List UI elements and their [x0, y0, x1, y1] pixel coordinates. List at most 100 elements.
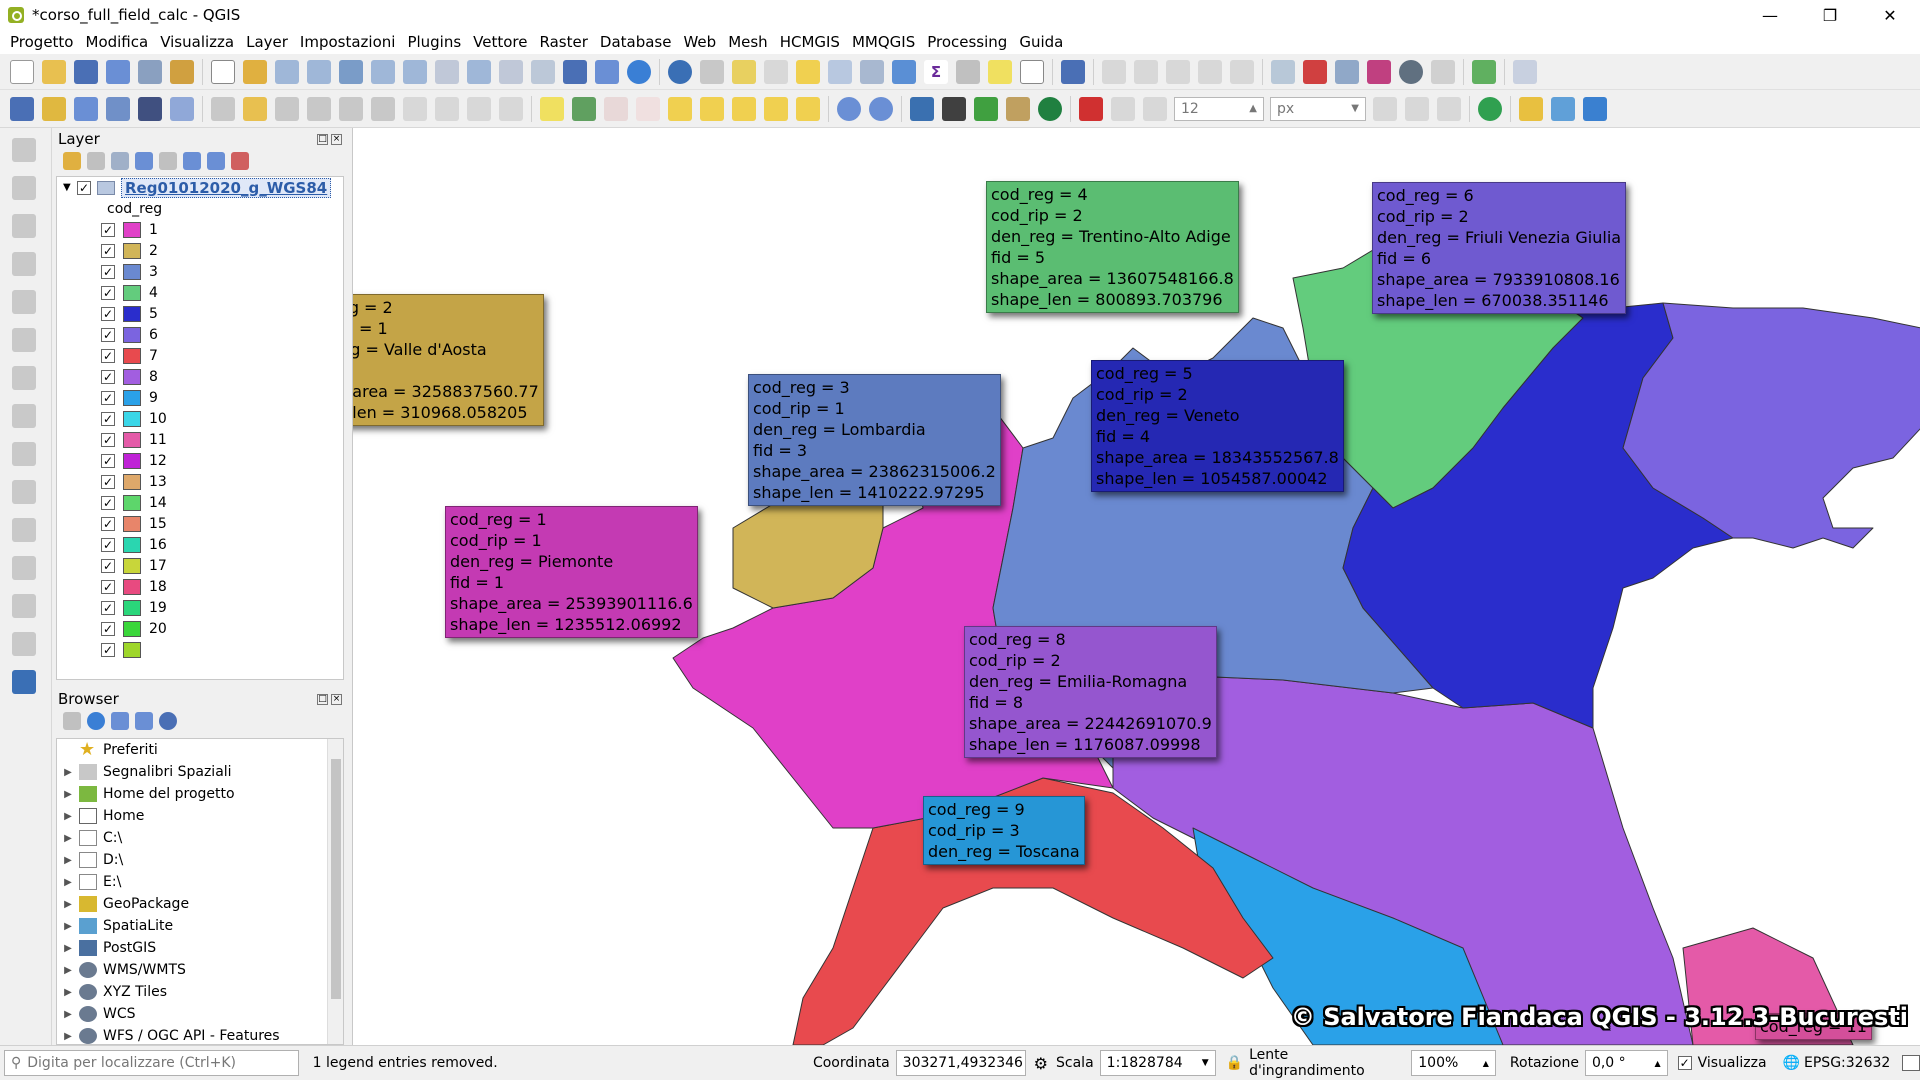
legend-category-row[interactable]: ✓17 [57, 555, 343, 576]
category-checkbox[interactable]: ✓ [101, 642, 115, 657]
browser-item-e[interactable]: ▶E:\ [64, 874, 122, 890]
plugin-pen-icon[interactable] [1519, 96, 1543, 121]
category-checkbox[interactable]: ✓ [101, 285, 115, 300]
category-checkbox[interactable]: ✓ [101, 327, 115, 342]
coord-input[interactable]: 303271,4932346 [895, 1050, 1026, 1076]
browser-undock-icon[interactable]: □ [317, 693, 328, 705]
menu-modifica[interactable]: Modifica [85, 33, 149, 51]
statistics-sigma-icon[interactable]: Σ [924, 59, 948, 84]
filter-legend-icon[interactable] [135, 152, 153, 170]
dig-tool-13-icon[interactable] [12, 594, 36, 618]
digitize-5-icon[interactable] [1230, 59, 1254, 84]
magnifier-spinbox[interactable]: 100%▲ [1411, 1050, 1496, 1076]
label-settings-icon[interactable] [796, 96, 820, 121]
browser-item-geopackage[interactable]: ▶GeoPackage [64, 896, 190, 912]
intersect-icon[interactable] [1437, 96, 1461, 121]
snapping-type-icon[interactable] [1143, 96, 1167, 121]
legend-category-row[interactable]: ✓1 [57, 219, 343, 240]
browser-item-preferiti[interactable]: ★Preferiti [57, 739, 343, 761]
category-checkbox[interactable]: ✓ [101, 474, 115, 489]
plugin-line-icon[interactable] [1551, 96, 1575, 121]
label-move-icon[interactable] [668, 96, 692, 121]
lock-icon[interactable]: 🔒 [1225, 1055, 1244, 1071]
dig-tool-15-icon[interactable] [12, 670, 36, 694]
save-project-icon[interactable] [74, 59, 98, 84]
new-geopackage-icon[interactable] [42, 96, 66, 121]
wfs-add-icon[interactable] [869, 96, 893, 121]
actions-icon[interactable] [700, 59, 724, 84]
locator-box[interactable]: ⚲ Digita per localizzare (Ctrl+K) [4, 1050, 299, 1076]
dig-tool-12-icon[interactable] [12, 556, 36, 580]
help-icon[interactable] [1061, 59, 1085, 84]
panel-close-icon[interactable]: × [331, 133, 342, 145]
dig-tool-2-icon[interactable] [12, 176, 36, 200]
select-features-icon[interactable] [732, 59, 756, 84]
temporal-icon[interactable] [563, 59, 587, 84]
zoom-next-icon[interactable] [499, 59, 523, 84]
layer-visibility-checkbox[interactable]: ✓ [77, 180, 91, 195]
coord-toggle-icon[interactable]: ⚙ [1033, 1053, 1049, 1073]
locator-search-icon[interactable] [1472, 59, 1496, 84]
paste-feature-icon[interactable] [435, 96, 459, 121]
open-project-icon[interactable] [42, 59, 66, 84]
copy-feature-icon[interactable] [403, 96, 427, 121]
save-as-icon[interactable] [106, 59, 130, 84]
edit-pencil-icon[interactable] [243, 96, 267, 121]
dig-tool-8-icon[interactable] [12, 404, 36, 428]
layout-manager-icon[interactable] [138, 59, 162, 84]
digitize-4-icon[interactable] [1198, 59, 1222, 84]
legend-category-row[interactable]: ✓13 [57, 471, 343, 492]
redo-icon[interactable] [499, 96, 523, 121]
browser-add-icon[interactable] [63, 712, 81, 730]
category-checkbox[interactable]: ✓ [101, 222, 115, 237]
legend-category-row[interactable]: ✓ [57, 639, 343, 660]
vertex-tool-icon[interactable] [339, 96, 363, 121]
add-vector-icon[interactable] [74, 96, 98, 121]
category-checkbox[interactable]: ✓ [101, 495, 115, 510]
pan-icon[interactable] [211, 59, 235, 84]
browser-item-xyz[interactable]: ▶XYZ Tiles [64, 984, 167, 1000]
plugin-red-icon[interactable] [1303, 59, 1327, 84]
label-rotate-icon[interactable] [700, 96, 724, 121]
filter-expression-icon[interactable] [159, 152, 177, 170]
layer-row[interactable]: ▼ ✓ Reg01012020_g_WGS84 [57, 177, 343, 198]
browser-collapse-icon[interactable] [135, 712, 153, 730]
browser-item-home-progetto[interactable]: ▶Home del progetto [64, 786, 235, 802]
plugin-search-icon[interactable] [1335, 59, 1359, 84]
open-styling-icon[interactable] [63, 152, 81, 170]
scrollbar-thumb[interactable] [331, 759, 341, 999]
tolerance-spinbox[interactable]: 12▲ [1174, 96, 1264, 121]
legend-category-row[interactable]: ✓11 [57, 429, 343, 450]
legend-category-row[interactable]: ✓19 [57, 597, 343, 618]
category-checkbox[interactable]: ✓ [101, 243, 115, 258]
legend-category-row[interactable]: ✓3 [57, 261, 343, 282]
style-manager-icon[interactable] [170, 59, 194, 84]
zoom-native-icon[interactable] [435, 59, 459, 84]
digitize-1-icon[interactable] [1102, 59, 1126, 84]
category-checkbox[interactable]: ✓ [101, 390, 115, 405]
plugin-binoculars-icon[interactable] [942, 96, 966, 121]
legend-category-row[interactable]: ✓16 [57, 534, 343, 555]
zoom-last-icon[interactable] [467, 59, 491, 84]
menu-raster[interactable]: Raster [539, 33, 588, 51]
restore-button[interactable]: ❐ [1822, 5, 1838, 25]
menu-vettore[interactable]: Vettore [473, 33, 528, 51]
add-group-icon[interactable] [87, 152, 105, 170]
category-checkbox[interactable]: ✓ [101, 600, 115, 615]
toolbox-icon[interactable] [892, 59, 916, 84]
text-annotation-icon[interactable] [1020, 59, 1044, 84]
menu-impostazioni[interactable]: Impostazioni [299, 33, 396, 51]
menu-guida[interactable]: Guida [1019, 33, 1064, 51]
legend-category-row[interactable]: ✓10 [57, 408, 343, 429]
category-checkbox[interactable]: ✓ [101, 411, 115, 426]
menu-mesh[interactable]: Mesh [728, 33, 768, 51]
undo-icon[interactable] [467, 96, 491, 121]
add-raster-icon[interactable] [138, 96, 162, 121]
legend-category-row[interactable]: ✓7 [57, 345, 343, 366]
category-checkbox[interactable]: ✓ [101, 369, 115, 384]
map-tips-icon[interactable] [988, 59, 1012, 84]
browser-item-spatialite[interactable]: ▶SpatiaLite [64, 918, 174, 934]
legend-category-row[interactable]: ✓6 [57, 324, 343, 345]
field-calculator-icon[interactable] [860, 59, 884, 84]
category-checkbox[interactable]: ✓ [101, 621, 115, 636]
